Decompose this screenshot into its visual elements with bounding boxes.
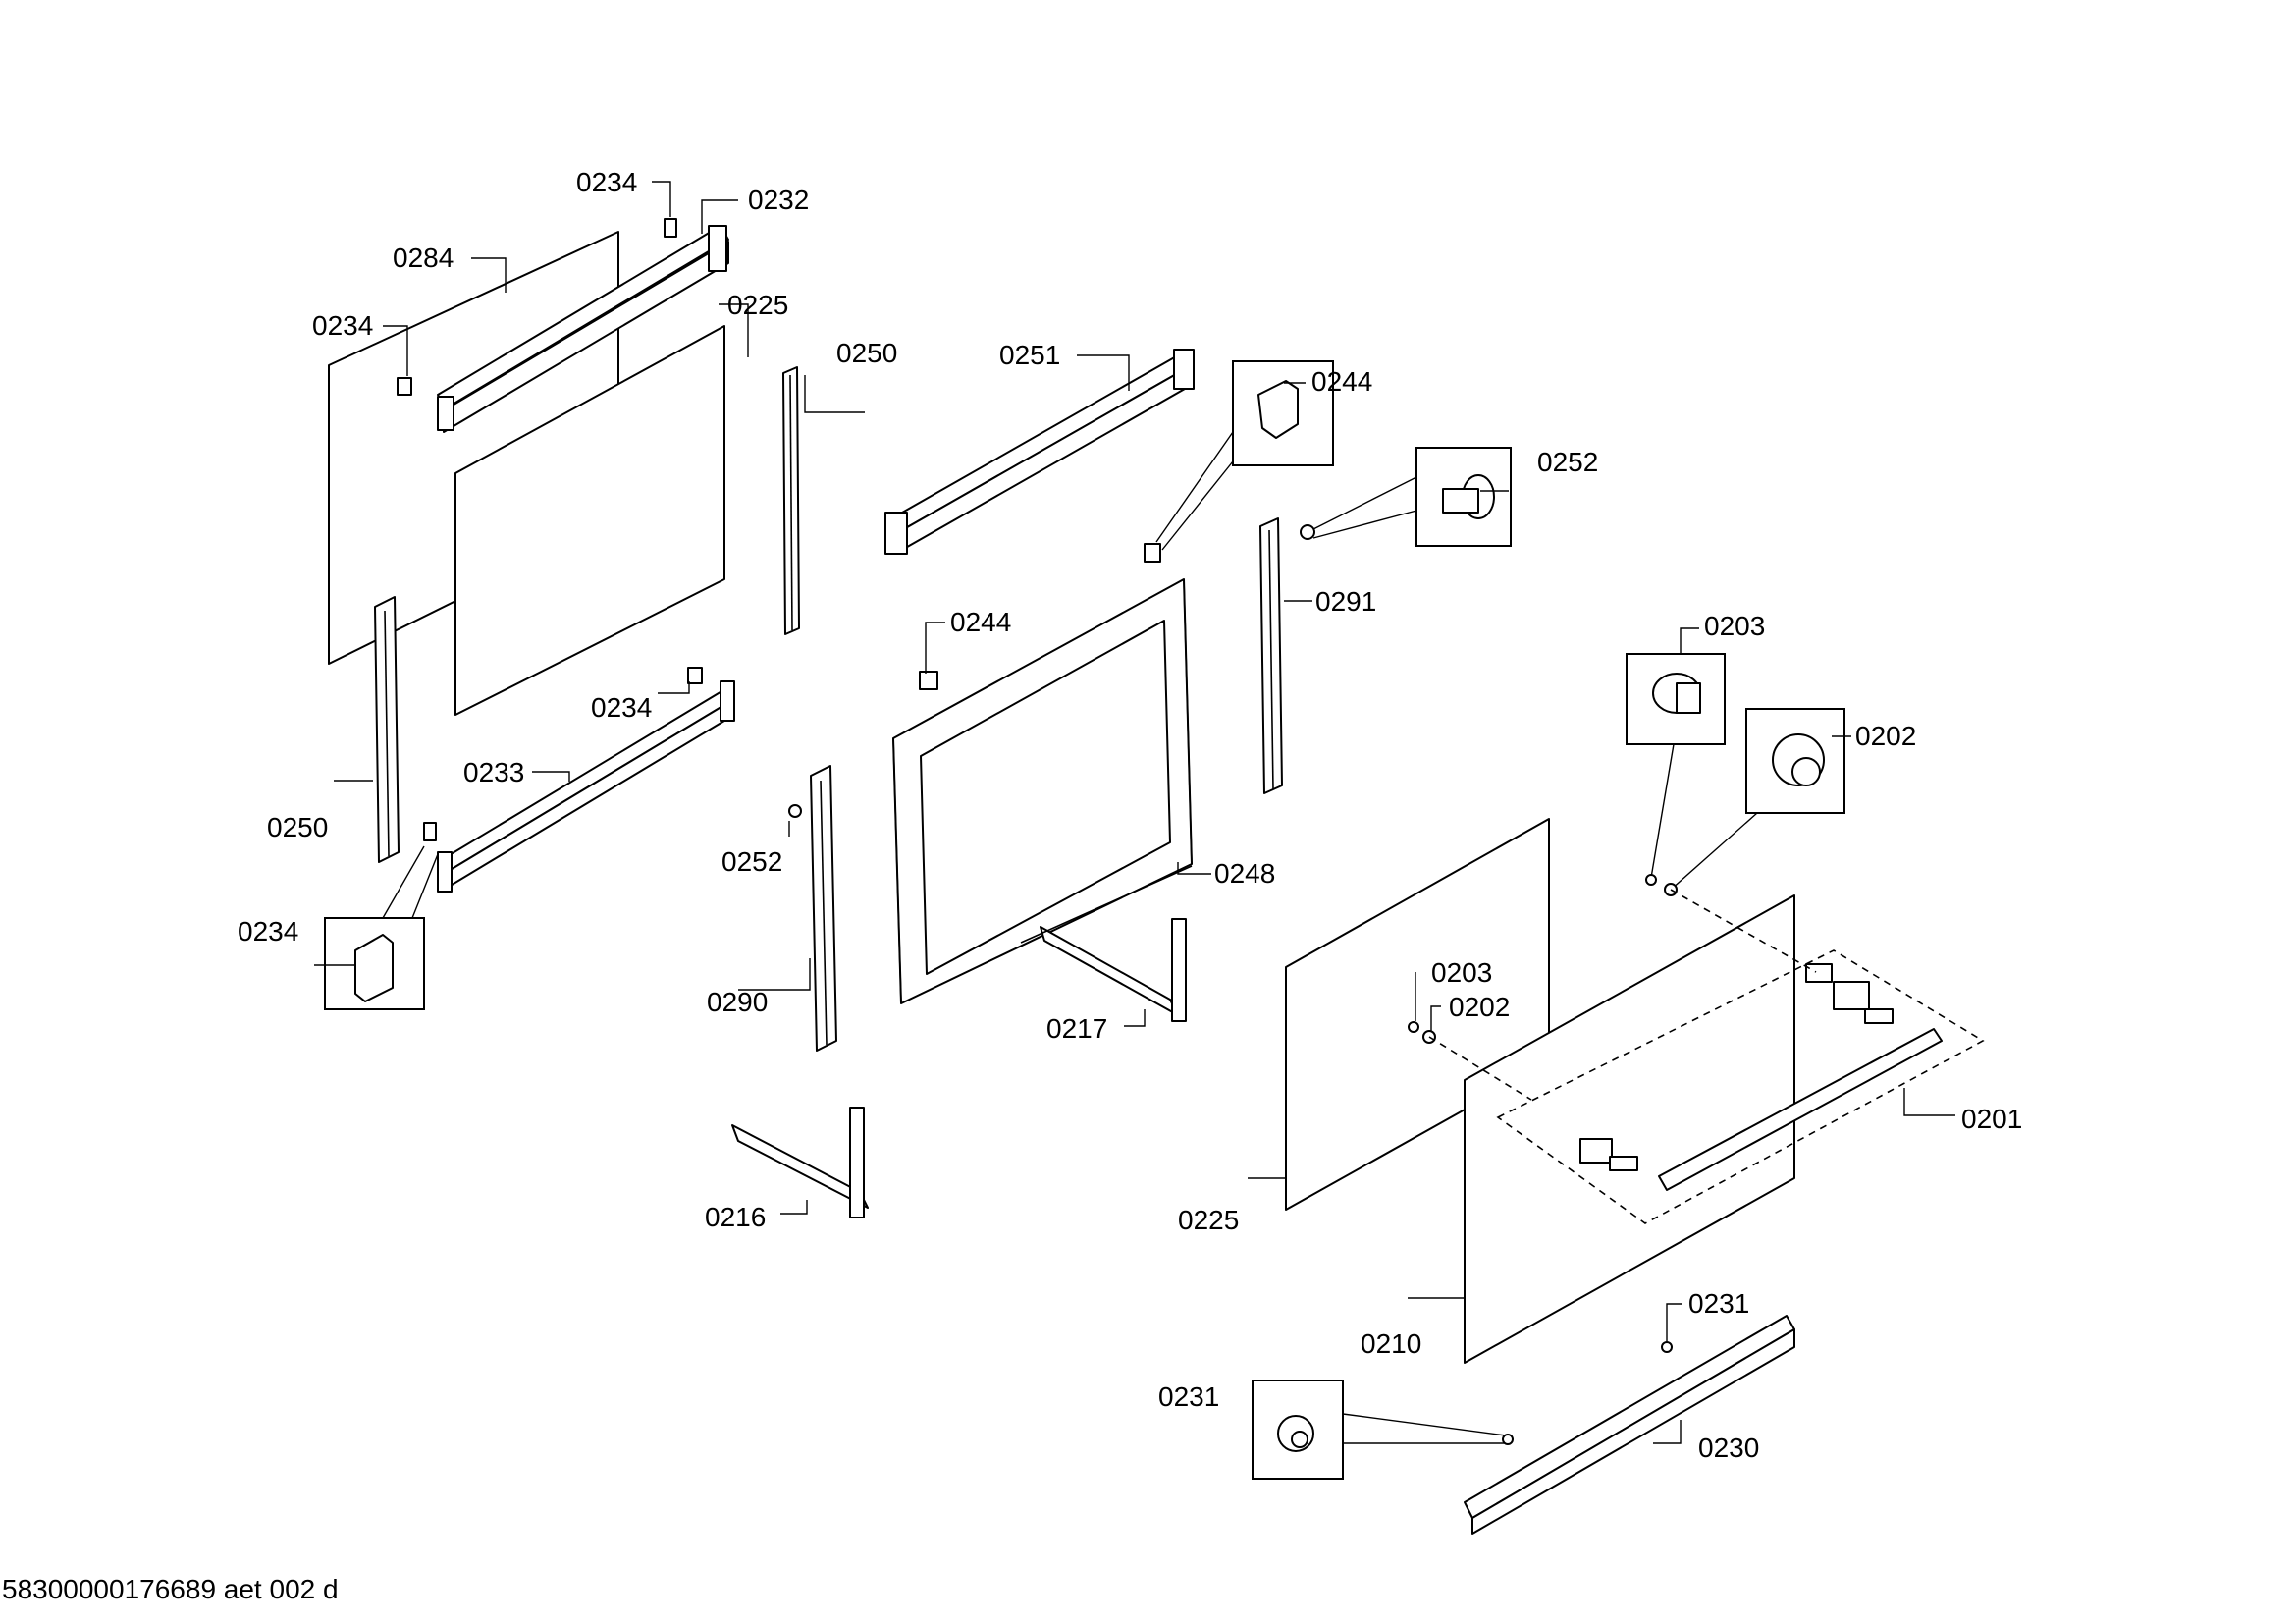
side-profile-0291[interactable] <box>1259 517 1283 794</box>
drawing-id: 58300000176689 aet 002 d <box>2 1574 339 1604</box>
handle-assembly-0201[interactable] <box>1496 949 1985 1224</box>
label-0225-a: 0225 <box>727 290 788 320</box>
roller-0252-lower[interactable] <box>788 804 802 818</box>
label-0291: 0291 <box>1315 586 1376 617</box>
bracket-0244-small[interactable] <box>1144 543 1161 563</box>
label-0203-b: 0203 <box>1431 957 1492 988</box>
label-0234-c: 0234 <box>591 692 652 723</box>
label-0202-a: 0202 <box>1855 721 1916 751</box>
side-profile-0250-middle[interactable] <box>782 366 800 635</box>
hinge-bracket-0216[interactable] <box>731 1107 869 1218</box>
detail-box-0202 <box>1670 708 1845 891</box>
label-0252-a: 0252 <box>1537 447 1598 477</box>
top-rail-0232[interactable] <box>437 225 729 433</box>
upper-frame-0251[interactable] <box>884 349 1195 555</box>
screw-0203-top[interactable] <box>1645 874 1657 886</box>
detail-box-0252 <box>1310 447 1512 547</box>
label-0248: 0248 <box>1214 858 1275 889</box>
label-0230: 0230 <box>1698 1433 1759 1463</box>
label-0203-a: 0203 <box>1704 611 1765 641</box>
part-labels: 0234 0232 0284 0234 0225 0250 0251 0244 … <box>238 167 2022 1463</box>
label-0244-a: 0244 <box>1311 366 1372 397</box>
label-0202-b: 0202 <box>1449 992 1510 1022</box>
screw-0231-left[interactable] <box>1502 1434 1514 1445</box>
side-profile-0250-left[interactable] <box>374 596 400 863</box>
glass-panel-0225-door[interactable] <box>454 325 725 716</box>
detail-box-0203 <box>1626 653 1726 879</box>
detail-box-0231 <box>1252 1380 1507 1480</box>
clip-0234-top[interactable] <box>664 218 677 238</box>
label-0232: 0232 <box>748 185 809 215</box>
label-0234-b: 0234 <box>312 310 373 341</box>
label-0231-a: 0231 <box>1688 1288 1749 1319</box>
label-0225-b: 0225 <box>1178 1205 1239 1235</box>
label-0234-d: 0234 <box>238 916 298 947</box>
inner-panel-0210[interactable] <box>1464 894 1795 1364</box>
clip-0234-left[interactable] <box>397 377 412 396</box>
clip-0234-rail[interactable] <box>687 667 703 684</box>
label-0201: 0201 <box>1961 1104 2022 1134</box>
label-0252-b: 0252 <box>721 846 782 877</box>
label-0284: 0284 <box>393 243 454 273</box>
inner-door-frame-0248[interactable] <box>892 578 1193 1004</box>
label-0290: 0290 <box>707 987 768 1017</box>
label-0244-b: 0244 <box>950 607 1011 637</box>
screw-0231-right[interactable] <box>1661 1341 1673 1353</box>
label-0251: 0251 <box>999 340 1060 370</box>
clip-0234-small[interactable] <box>423 822 437 841</box>
leader-lines <box>314 181 1955 1444</box>
label-0250-a: 0250 <box>836 338 897 368</box>
label-0216: 0216 <box>705 1202 766 1232</box>
screw-0203-mid[interactable] <box>1408 1021 1419 1033</box>
detail-box-0244 <box>1155 360 1334 551</box>
detail-box-0234 <box>324 845 439 1010</box>
bracket-0244-frame[interactable] <box>919 671 938 690</box>
roller-0252-top[interactable] <box>1300 524 1315 540</box>
label-0233: 0233 <box>463 757 524 787</box>
label-0234-a: 0234 <box>576 167 637 197</box>
label-0231-b: 0231 <box>1158 1381 1219 1412</box>
bottom-rail-0233[interactable] <box>437 680 735 893</box>
hinge-bracket-0217[interactable] <box>1020 865 1193 1022</box>
side-profile-0290[interactable] <box>810 765 837 1052</box>
label-0210: 0210 <box>1361 1328 1421 1359</box>
bottom-trim-0230[interactable] <box>1464 1315 1795 1535</box>
label-0217: 0217 <box>1046 1013 1107 1044</box>
label-0250-b: 0250 <box>267 812 328 842</box>
